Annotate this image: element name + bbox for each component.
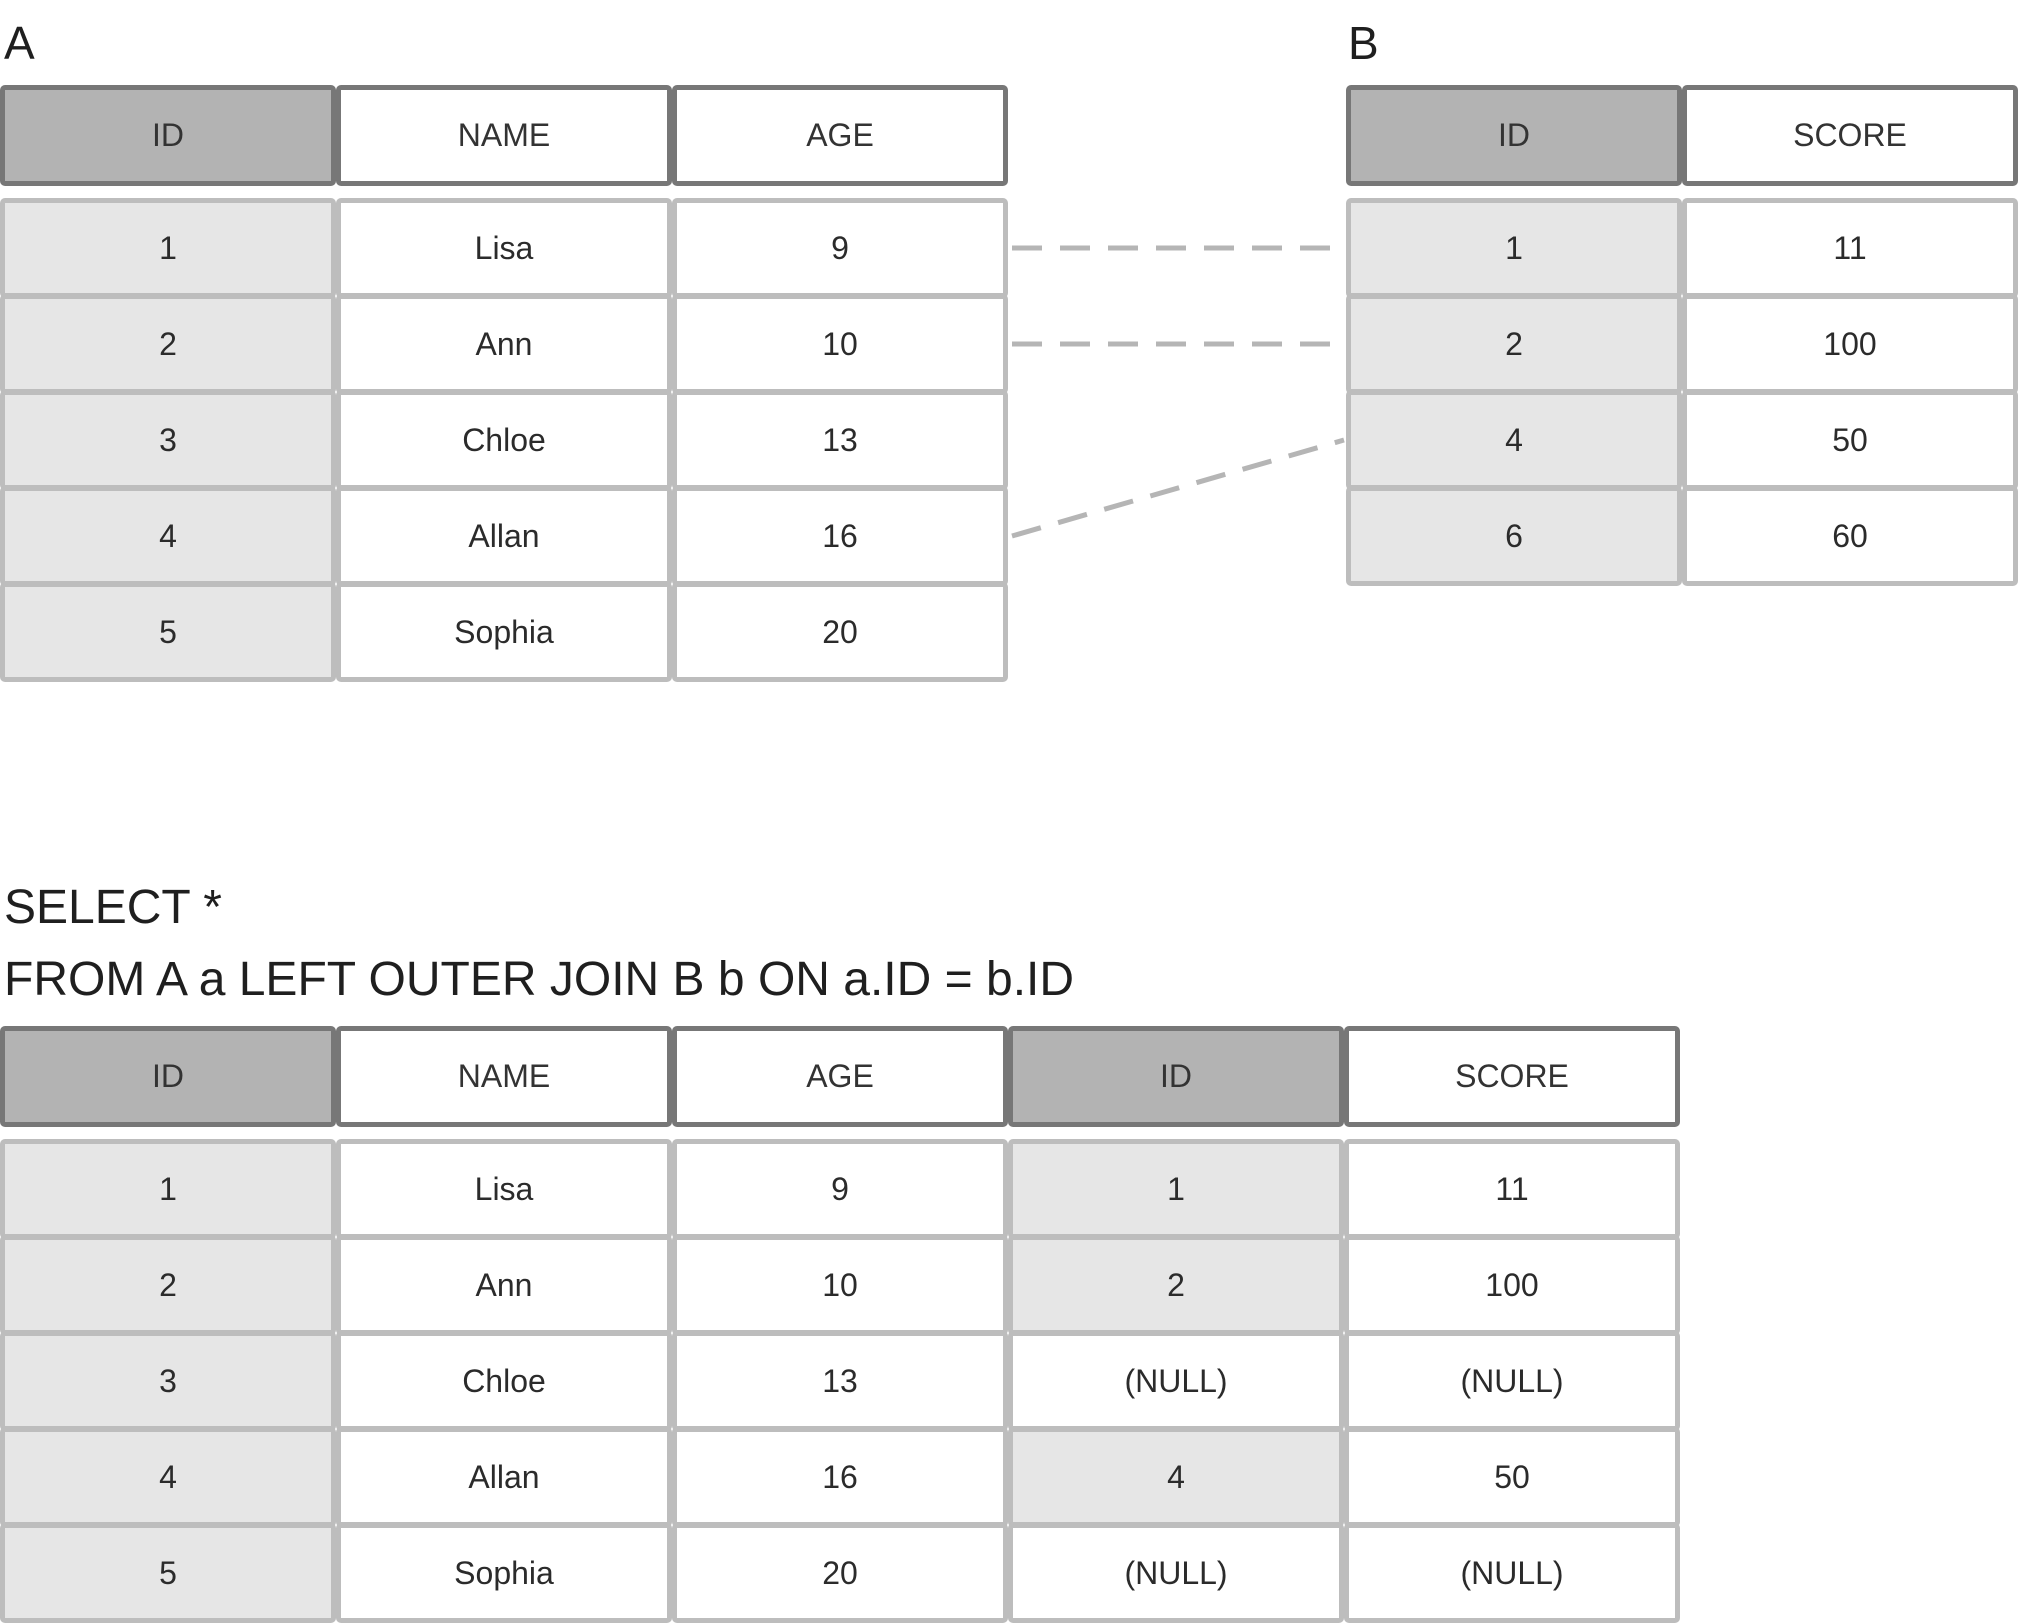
- result-cell: 5: [0, 1523, 336, 1623]
- table-a-header-age: AGE: [672, 85, 1008, 186]
- result-cell: 9: [672, 1139, 1008, 1239]
- result-header-age: AGE: [672, 1026, 1008, 1127]
- table-a-cell: Allan: [336, 486, 672, 586]
- table-a-label: A: [4, 17, 35, 69]
- result-cell: Chloe: [336, 1331, 672, 1431]
- result-cell: 20: [672, 1523, 1008, 1623]
- result-cell: Ann: [336, 1235, 672, 1335]
- result-cell: Lisa: [336, 1139, 672, 1239]
- table-a-cell: 1: [0, 198, 336, 298]
- result-header-score: SCORE: [1344, 1026, 1680, 1127]
- result-cell: 100: [1344, 1235, 1680, 1335]
- table-a-cell: 3: [0, 390, 336, 490]
- table-b-cell: 11: [1682, 198, 2018, 298]
- table-a-cell: 5: [0, 582, 336, 682]
- result-cell: (NULL): [1008, 1523, 1344, 1623]
- result-cell: (NULL): [1344, 1331, 1680, 1431]
- table-a-header-name: NAME: [336, 85, 672, 186]
- table-a-cell: 4: [0, 486, 336, 586]
- result-cell: Sophia: [336, 1523, 672, 1623]
- sql-select-line: SELECT *: [4, 881, 222, 934]
- table-b-label: B: [1348, 17, 1379, 69]
- result-cell: (NULL): [1008, 1331, 1344, 1431]
- result-cell: 13: [672, 1331, 1008, 1431]
- table-b-header-score: SCORE: [1682, 85, 2018, 186]
- table-b-cell: 100: [1682, 294, 2018, 394]
- result-cell: (NULL): [1344, 1523, 1680, 1623]
- table-b-cell: 4: [1346, 390, 1682, 490]
- result-cell: 4: [0, 1427, 336, 1527]
- result-cell: 3: [0, 1331, 336, 1431]
- table-a-cell: 13: [672, 390, 1008, 490]
- table-a-cell: Sophia: [336, 582, 672, 682]
- table-a-cell: 10: [672, 294, 1008, 394]
- table-a-header-id: ID: [0, 85, 336, 186]
- table-a-cell: 20: [672, 582, 1008, 682]
- table-a-cell: Lisa: [336, 198, 672, 298]
- table-a-cell: 2: [0, 294, 336, 394]
- result-cell: 11: [1344, 1139, 1680, 1239]
- result-cell: 10: [672, 1235, 1008, 1335]
- table-b-cell: 60: [1682, 486, 2018, 586]
- table-a-cell: 9: [672, 198, 1008, 298]
- table-b-cell: 2: [1346, 294, 1682, 394]
- result-header-id: ID: [0, 1026, 336, 1127]
- result-header-id: ID: [1008, 1026, 1344, 1127]
- table-a-cell: 16: [672, 486, 1008, 586]
- table-b-header-id: ID: [1346, 85, 1682, 186]
- result-cell: 4: [1008, 1427, 1344, 1527]
- sql-from-line: FROM A a LEFT OUTER JOIN B b ON a.ID = b…: [4, 953, 1075, 1006]
- table-b-cell: 1: [1346, 198, 1682, 298]
- join-link-3: [1011, 437, 1345, 539]
- table-a-cell: Chloe: [336, 390, 672, 490]
- result-cell: 2: [1008, 1235, 1344, 1335]
- result-cell: 16: [672, 1427, 1008, 1527]
- result-cell: Allan: [336, 1427, 672, 1527]
- result-cell: 1: [1008, 1139, 1344, 1239]
- result-header-name: NAME: [336, 1026, 672, 1127]
- table-a-cell: Ann: [336, 294, 672, 394]
- result-cell: 1: [0, 1139, 336, 1239]
- result-cell: 2: [0, 1235, 336, 1335]
- table-b-cell: 6: [1346, 486, 1682, 586]
- result-cell: 50: [1344, 1427, 1680, 1527]
- table-b-cell: 50: [1682, 390, 2018, 490]
